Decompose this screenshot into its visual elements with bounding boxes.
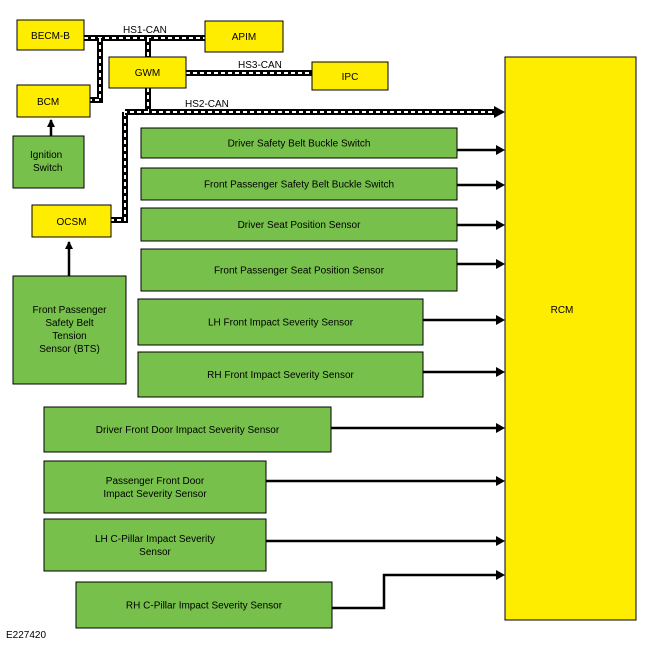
- apim-label: APIM: [232, 32, 256, 43]
- figure-id: E227420: [6, 630, 46, 641]
- arrow-head: [496, 180, 505, 190]
- module-becm-b: BECM-B: [16, 19, 85, 51]
- sensor-label: Driver Front Door Impact Severity Sensor: [96, 425, 280, 436]
- sensor-label: Driver Safety Belt Buckle Switch: [228, 139, 371, 150]
- sensor-rh-c-pillar-impact: RH C-Pillar Impact Severity Sensor: [75, 570, 505, 629]
- arrow-head: [496, 220, 505, 230]
- sensor-driver-seat-position: Driver Seat Position Sensor: [140, 207, 505, 242]
- rcm-label: RCM: [551, 305, 574, 316]
- sensor-passenger-seat-position: Front Passenger Seat Position Sensor: [140, 248, 505, 292]
- arrow-head: [496, 145, 505, 155]
- hs3-can-label: HS3-CAN: [238, 60, 282, 71]
- sensor-box: [43, 460, 267, 514]
- module-bcm: BCM: [16, 84, 91, 118]
- arrow-head: [496, 536, 505, 546]
- sensor-lh-front-impact: LH Front Impact Severity Sensor: [137, 298, 505, 346]
- sensor-box: [43, 406, 332, 453]
- module-rcm: RCM: [504, 56, 637, 621]
- sensor-label: RH C-Pillar Impact Severity Sensor: [126, 601, 283, 612]
- sensor-label: Front Passenger Seat Position Sensor: [214, 266, 385, 277]
- ipc-label: IPC: [342, 72, 359, 83]
- bts-line-2: Safety Belt: [45, 318, 94, 329]
- gwm-label: GWM: [135, 68, 161, 79]
- ignition-line-1: Ignition: [30, 150, 62, 161]
- arrow-head: [496, 476, 505, 486]
- sensor-label: Impact Severity Sensor: [103, 489, 207, 500]
- sensor-label: Driver Seat Position Sensor: [238, 220, 362, 231]
- sensor-label: Passenger Front Door: [106, 476, 205, 487]
- module-ipc: IPC: [311, 61, 389, 91]
- sensor-passenger-buckle: Front Passenger Safety Belt Buckle Switc…: [140, 167, 505, 201]
- ignition-switch: Ignition Switch: [12, 135, 85, 189]
- arrow-head: [496, 570, 505, 580]
- sensor-driver-buckle: Driver Safety Belt Buckle Switch: [140, 127, 505, 159]
- sensor-label: LH Front Impact Severity Sensor: [208, 318, 354, 329]
- sensor-label: Sensor: [139, 547, 171, 558]
- bts-line-3: Tension: [52, 331, 86, 342]
- arrow-head: [496, 367, 505, 377]
- hardwire-arrows: [47, 119, 73, 276]
- arrow-head: [496, 259, 505, 269]
- sensor-box: [140, 207, 458, 242]
- hs1-can-label: HS1-CAN: [123, 25, 167, 36]
- sensor-box: [140, 248, 458, 292]
- bcm-label: BCM: [37, 97, 59, 108]
- can-bus-lines: [84, 35, 505, 223]
- sensor-label: Front Passenger Safety Belt Buckle Switc…: [204, 180, 394, 191]
- sensor-box: [75, 581, 333, 629]
- sensor-driver-door-impact: Driver Front Door Impact Severity Sensor: [43, 406, 505, 453]
- arrow-head: [496, 315, 505, 325]
- becm-b-label: BECM-B: [31, 31, 70, 42]
- sensor-box: [137, 351, 424, 398]
- sensor-label: LH C-Pillar Impact Severity: [95, 534, 215, 545]
- arrow-head: [496, 423, 505, 433]
- sensor-box: [137, 298, 424, 346]
- bts-sensor: Front Passenger Safety Belt Tension Sens…: [12, 275, 127, 385]
- sensor-connector: [332, 573, 496, 610]
- bts-line-1: Front Passenger: [33, 305, 108, 316]
- sensor-box: [43, 518, 267, 572]
- sensor-label: RH Front Impact Severity Sensor: [207, 370, 354, 381]
- ignition-line-2: Switch: [33, 163, 62, 174]
- sensor-rh-front-impact: RH Front Impact Severity Sensor: [137, 351, 505, 398]
- hs2-can-label: HS2-CAN: [185, 99, 229, 110]
- sensor-box: [140, 127, 458, 159]
- ocsm-label: OCSM: [57, 217, 87, 228]
- module-gwm: GWM: [108, 56, 187, 89]
- module-apim: APIM: [204, 20, 284, 53]
- bts-line-4: Sensor (BTS): [39, 344, 100, 355]
- module-ocsm: OCSM: [31, 204, 112, 238]
